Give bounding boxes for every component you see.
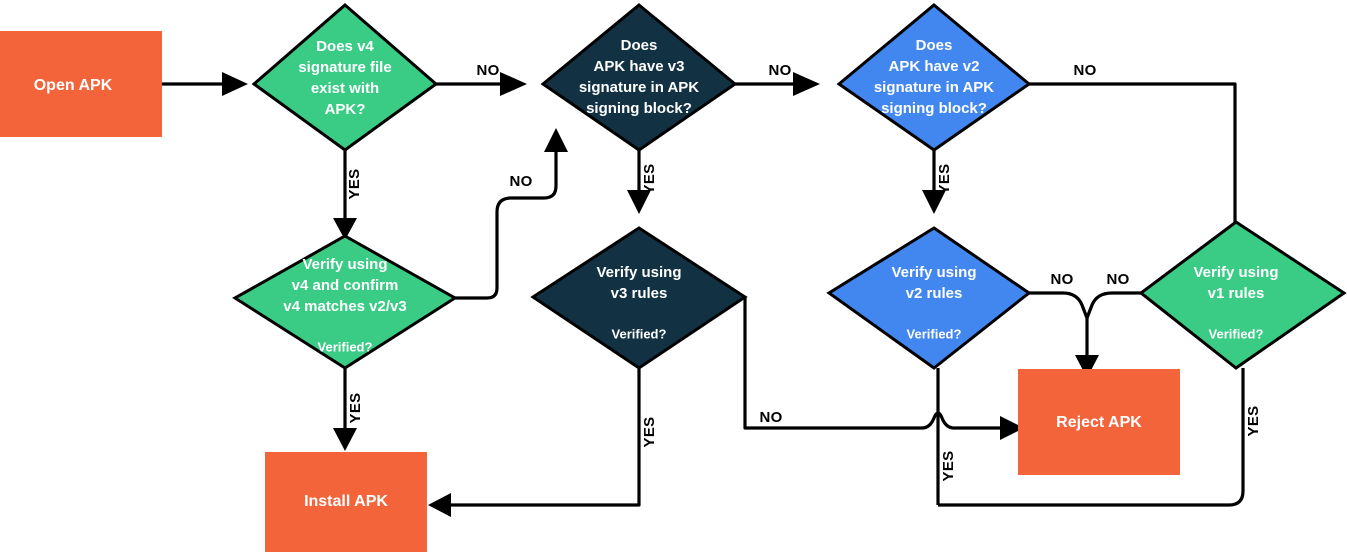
edge-verifyv4-yes-to-install: YES bbox=[333, 368, 364, 451]
verify-v1-line-1: Verify using bbox=[1193, 264, 1278, 281]
edge-label-yes: YES bbox=[936, 164, 953, 195]
edge-line bbox=[1029, 82, 1237, 222]
verify-v4-line-2: v4 and confirm bbox=[292, 277, 399, 294]
edges-layer: NO YES NO YES NO YES bbox=[162, 62, 1262, 517]
arrowhead-icon bbox=[1075, 355, 1099, 378]
arrowhead-icon bbox=[333, 428, 357, 451]
verify-v1-diamond[interactable] bbox=[1138, 220, 1347, 370]
verify-v3-line-1: Verify using bbox=[596, 264, 681, 281]
edge-label-no: NO bbox=[1073, 62, 1096, 79]
node-verify-v4[interactable]: Verify using v4 and confirm v4 matches v… bbox=[232, 234, 458, 370]
edge-v2exists-yes-to-verifyv2: YES bbox=[922, 150, 953, 214]
open-apk-label: Open APK bbox=[34, 77, 113, 94]
edge-line bbox=[1029, 291, 1089, 355]
node-verify-v1[interactable]: Verify using v1 rules Verified? bbox=[1138, 220, 1347, 370]
install-apk-label: Install APK bbox=[304, 493, 388, 510]
verify-v1-sub: Verified? bbox=[1209, 326, 1264, 341]
v2-exists-line-4: signing block? bbox=[881, 100, 987, 117]
v3-exists-line-1: Does bbox=[621, 37, 658, 54]
edge-label-no: NO bbox=[509, 173, 532, 190]
v3-exists-line-4: signing block? bbox=[586, 100, 692, 117]
edge-line bbox=[938, 368, 1245, 507]
v2-exists-line-2: APK have v2 bbox=[889, 58, 980, 75]
v2-exists-diamond[interactable] bbox=[836, 3, 1032, 152]
v3-exists-line-3: signature in APK bbox=[579, 79, 699, 96]
verify-v3-diamond[interactable] bbox=[530, 226, 748, 370]
edge-label-no: NO bbox=[768, 62, 791, 79]
edge-label-yes: YES bbox=[641, 417, 658, 448]
node-verify-v3[interactable]: Verify using v3 rules Verified? bbox=[530, 226, 748, 370]
node-v3-exists[interactable]: Does APK have v3 signature in APK signin… bbox=[540, 3, 738, 152]
verify-v2-sub: Verified? bbox=[907, 326, 962, 341]
node-open-apk[interactable]: Open APK bbox=[0, 31, 162, 137]
v4-exists-line-1: Does v4 bbox=[316, 38, 374, 55]
node-verify-v2[interactable]: Verify using v2 rules Verified? bbox=[826, 226, 1032, 370]
edge-label-no: NO bbox=[759, 409, 782, 426]
edge-label-yes: YES bbox=[346, 169, 363, 200]
arrowhead-icon bbox=[500, 72, 527, 96]
edge-open-to-v4 bbox=[162, 72, 248, 96]
verify-v4-diamond[interactable] bbox=[232, 234, 458, 370]
edge-v3exists-no-to-v2exists: NO bbox=[735, 62, 820, 96]
node-install-apk[interactable]: Install APK bbox=[265, 452, 427, 552]
edge-line bbox=[455, 152, 558, 300]
edge-verifyv2-yes-to-install: YES bbox=[936, 368, 957, 505]
v4-exists-diamond[interactable] bbox=[251, 3, 439, 152]
edge-verifyv1-no-to-reject: NO bbox=[1085, 271, 1143, 319]
edge-verifyv3-yes-to-install: YES bbox=[428, 368, 658, 517]
arrowhead-icon bbox=[1000, 416, 1024, 440]
v4-exists-line-4: APK? bbox=[325, 101, 366, 118]
edge-label-yes: YES bbox=[641, 164, 658, 195]
arrowhead-icon bbox=[922, 190, 946, 214]
verify-v4-line-3: v4 matches v2/v3 bbox=[283, 298, 406, 315]
edge-v3exists-yes-to-verifyv3: YES bbox=[627, 150, 658, 214]
edge-label-no: NO bbox=[1050, 271, 1073, 288]
edge-verifyv4-no-to-v3exists: NO bbox=[455, 128, 568, 300]
edge-verifyv1-yes-to-install: YES bbox=[938, 368, 1262, 507]
arrowhead-icon bbox=[793, 72, 820, 96]
verify-v2-line-2: v2 rules bbox=[906, 285, 963, 302]
open-apk-box[interactable] bbox=[0, 31, 162, 137]
edge-label-yes: YES bbox=[1245, 406, 1262, 437]
verify-v4-line-1: Verify using bbox=[302, 256, 387, 273]
edge-v2exists-no-to-verifyv1: NO bbox=[1029, 62, 1237, 222]
v2-exists-line-1: Does bbox=[916, 37, 953, 54]
install-apk-box[interactable] bbox=[265, 452, 427, 552]
verify-v4-sub: Verified? bbox=[318, 339, 373, 354]
arrowhead-icon bbox=[222, 72, 248, 96]
edge-line bbox=[743, 297, 922, 430]
edge-v4exists-no-to-v3exists: NO bbox=[436, 62, 527, 96]
v4-exists-line-3: exist with bbox=[311, 80, 379, 97]
edge-v4exists-yes-to-verifyv4: YES bbox=[333, 150, 363, 240]
edge-line bbox=[1085, 291, 1143, 319]
v4-exists-line-2: signature file bbox=[298, 59, 391, 76]
edge-label-no: NO bbox=[1106, 271, 1129, 288]
arrowhead-icon bbox=[333, 218, 357, 240]
reject-apk-box[interactable] bbox=[1018, 369, 1180, 475]
edge-label-yes: YES bbox=[940, 451, 957, 482]
node-v4-exists[interactable]: Does v4 signature file exist with APK? bbox=[251, 3, 439, 152]
v3-exists-line-2: APK have v3 bbox=[594, 58, 685, 75]
node-reject-apk[interactable]: Reject APK bbox=[1018, 369, 1180, 475]
verify-v1-line-2: v1 rules bbox=[1208, 285, 1265, 302]
arrowhead-icon bbox=[544, 128, 568, 152]
verify-v2-diamond[interactable] bbox=[826, 226, 1032, 370]
edge-line-jump bbox=[921, 411, 1000, 430]
node-v2-exists[interactable]: Does APK have v2 signature in APK signin… bbox=[836, 3, 1032, 152]
edge-label-no: NO bbox=[476, 62, 499, 79]
verify-v2-line-1: Verify using bbox=[891, 264, 976, 281]
verify-v3-sub: Verified? bbox=[612, 326, 667, 341]
edge-label-yes: YES bbox=[347, 393, 364, 424]
edge-line bbox=[451, 368, 641, 507]
reject-apk-label: Reject APK bbox=[1056, 414, 1142, 431]
edge-verifyv2-no-to-reject: NO bbox=[1029, 271, 1099, 378]
arrowhead-icon bbox=[428, 493, 451, 517]
edge-verifyv3-no-to-reject: NO bbox=[743, 297, 1024, 440]
v3-exists-diamond[interactable] bbox=[540, 3, 738, 152]
arrowhead-icon bbox=[627, 190, 651, 214]
v2-exists-line-3: signature in APK bbox=[874, 79, 994, 96]
verify-v3-line-2: v3 rules bbox=[611, 285, 668, 302]
